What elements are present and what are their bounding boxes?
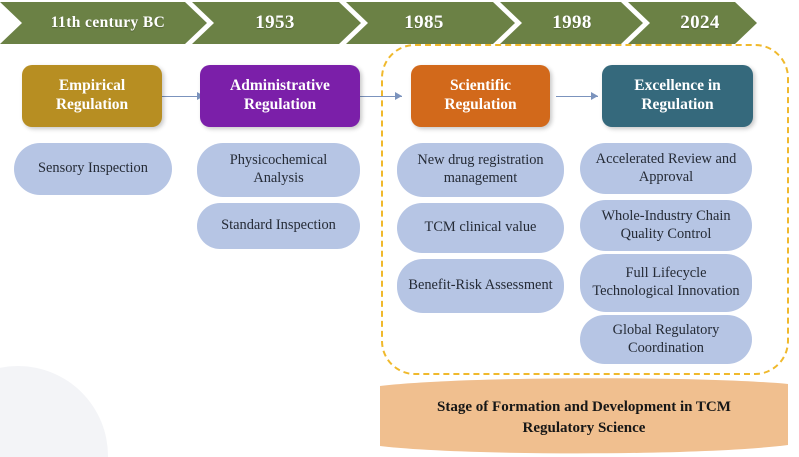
connector-arrow-3 bbox=[556, 92, 598, 102]
item-pill-excellence-1[interactable]: Whole-Industry Chain Quality Control bbox=[580, 200, 752, 251]
item-pill-scientific-2[interactable]: Benefit-Risk Assessment bbox=[397, 259, 564, 313]
timeline-chevron-2 bbox=[346, 2, 515, 44]
highlight-dashed-region bbox=[381, 44, 789, 375]
connector-arrow-1 bbox=[162, 92, 204, 102]
timeline-chevron-3 bbox=[500, 2, 643, 44]
timeline-chevron-0 bbox=[0, 2, 207, 44]
timeline-label-2: 1985 bbox=[404, 12, 444, 33]
item-pill-empirical-0[interactable]: Sensory Inspection bbox=[14, 143, 172, 195]
connector-arrowhead bbox=[395, 92, 402, 100]
connector-shaft bbox=[162, 96, 204, 98]
timeline-label-0: 11th century BC bbox=[50, 14, 166, 31]
timeline-chevron-1 bbox=[192, 2, 361, 44]
item-pill-excellence-2[interactable]: Full Lifecycle Technological Innovation bbox=[580, 254, 752, 312]
timeline-chevron-4 bbox=[628, 2, 757, 44]
item-pill-excellence-0[interactable]: Accelerated Review and Approval bbox=[580, 143, 752, 194]
banner-title: Stage of Formation and Development in TC… bbox=[437, 399, 731, 436]
timeline-chevron-band: 11th century BC 1953 1985 1998 2024 bbox=[0, 2, 799, 44]
item-pill-excellence-3[interactable]: Global Regulatory Coordination bbox=[580, 315, 752, 364]
timeline-svg bbox=[0, 2, 757, 44]
stage-header-scientific[interactable]: Scientific Regulation bbox=[411, 65, 550, 127]
stage-header-empirical[interactable]: Empirical Regulation bbox=[22, 65, 162, 127]
background-circle-decoration bbox=[0, 366, 108, 457]
stage-header-administrative[interactable]: Administrative Regulation bbox=[200, 65, 360, 127]
connector-arrow-2 bbox=[360, 92, 402, 102]
stage-header-excellence[interactable]: Excellence in Regulation bbox=[602, 65, 753, 127]
timeline-label-4: 2024 bbox=[680, 12, 720, 33]
item-pill-administrative-0[interactable]: Physicochemical Analysis bbox=[197, 143, 360, 197]
banner-ribbon-shape bbox=[380, 378, 788, 454]
bottom-banner: Stage of Formation and Development in TC… bbox=[374, 376, 794, 457]
item-pill-scientific-1[interactable]: TCM clinical value bbox=[397, 203, 564, 253]
item-pill-administrative-1[interactable]: Standard Inspection bbox=[197, 203, 360, 249]
item-pill-scientific-0[interactable]: New drug registration management bbox=[397, 143, 564, 197]
timeline-label-1: 1953 bbox=[255, 12, 295, 33]
timeline-label-3: 1998 bbox=[552, 12, 592, 33]
connector-shaft bbox=[360, 96, 402, 98]
connector-arrowhead bbox=[591, 92, 598, 100]
connector-shaft bbox=[556, 96, 598, 98]
